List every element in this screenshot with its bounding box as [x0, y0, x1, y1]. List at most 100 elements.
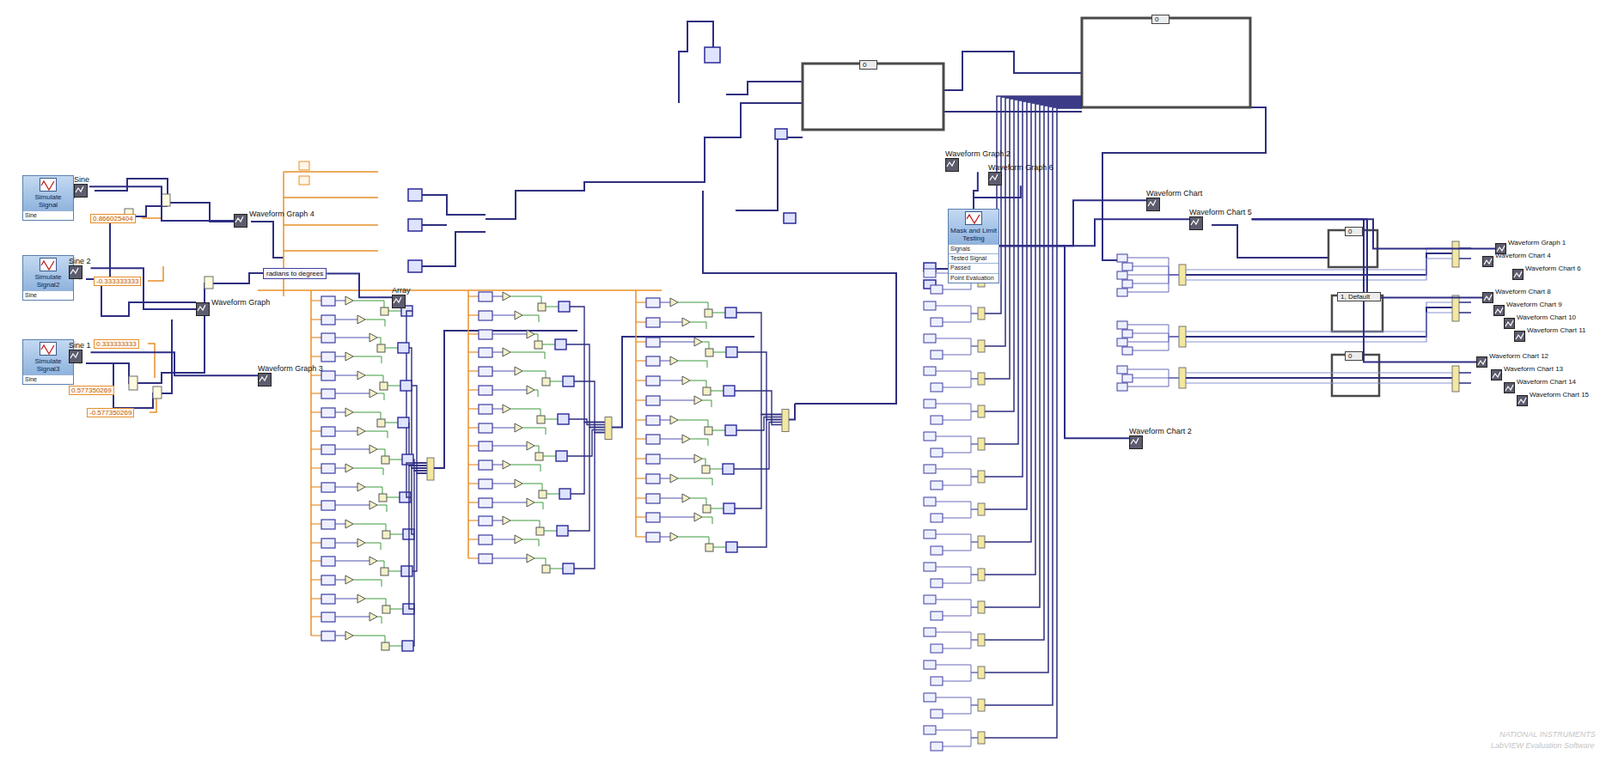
logic-primitive [380, 307, 389, 316]
wire [635, 290, 637, 538]
numeric-constant [1117, 321, 1128, 330]
graph-glyph [196, 303, 208, 314]
graph-glyph [392, 295, 404, 306]
wire [310, 290, 312, 636]
wire [659, 400, 695, 402]
wire [935, 534, 978, 543]
case-structure [802, 63, 944, 130]
graph-indicator: Sine 1 [68, 341, 92, 364]
wire [468, 314, 479, 316]
wire [1127, 336, 1179, 342]
sine-glyph [41, 261, 55, 270]
wire [467, 290, 470, 559]
wire [335, 524, 346, 526]
wire [942, 574, 978, 584]
numeric-constant [930, 513, 943, 523]
bundle-node [977, 634, 985, 647]
graph-glyph [1491, 370, 1503, 381]
graph-line [989, 174, 998, 181]
indicator-icon [73, 183, 88, 198]
logic-primitive [377, 419, 385, 428]
indicator-icon [1493, 305, 1505, 317]
wire [534, 334, 538, 342]
vi-title: Simulate Signal2 [24, 273, 72, 289]
wire [546, 494, 560, 495]
bundle-node [977, 307, 985, 320]
numeric-constant [646, 415, 660, 426]
numeric-constant [930, 317, 943, 327]
terminal-name: Tested Signal [950, 255, 987, 262]
wire [942, 607, 978, 617]
wire [713, 352, 727, 354]
wire [335, 598, 358, 600]
indicator-label: Waveform Graph 4 [249, 209, 315, 219]
wire [1185, 377, 1453, 379]
wire [710, 390, 724, 392]
numeric-constant [930, 579, 943, 588]
wire [635, 458, 647, 459]
graph-glyph [1504, 383, 1515, 394]
wire [335, 635, 346, 637]
wire [311, 504, 322, 506]
wire [635, 321, 647, 323]
logic-primitive [377, 344, 385, 353]
numeric-constant [923, 432, 936, 441]
graph-glyph [989, 172, 1000, 184]
indicator-icon [1516, 395, 1528, 407]
compare-primitive [345, 519, 354, 529]
terminal-name: Sine [24, 212, 37, 219]
wire [690, 439, 709, 446]
wire [384, 422, 398, 424]
wire [942, 313, 978, 323]
compare-primitive [502, 404, 511, 414]
wire [1185, 302, 1453, 332]
wire [534, 502, 544, 510]
terminal-icon [783, 213, 796, 224]
logic-primitive [381, 456, 390, 465]
wire [147, 266, 164, 281]
compare-primitive [682, 494, 691, 503]
wire [522, 315, 539, 323]
terminal-row: Tested Signal [948, 253, 999, 263]
numeric-constant [930, 448, 943, 458]
wire [353, 580, 382, 587]
numeric-constant [478, 385, 493, 396]
wire [735, 137, 803, 211]
indicator-label: Sine 1 [68, 341, 92, 350]
wire [335, 580, 346, 581]
wire [690, 380, 707, 388]
case-structure [1331, 354, 1380, 397]
wire [311, 635, 322, 636]
wire [935, 305, 978, 314]
formula-text: radians to degrees [266, 269, 324, 278]
boolean-indicator [555, 339, 567, 350]
structure-group [802, 18, 1383, 397]
wire [468, 351, 479, 353]
graph-line [1190, 219, 1199, 226]
numeric-constant [299, 176, 310, 185]
indicator-icon [68, 349, 83, 364]
wire [492, 520, 503, 522]
numeric-constant [478, 348, 493, 358]
wire [421, 195, 486, 215]
graph-glyph [1477, 357, 1488, 368]
wire [311, 542, 322, 544]
wire [936, 268, 948, 270]
wire [677, 478, 713, 486]
wire-group [63, 21, 1329, 409]
wire [377, 561, 385, 568]
numeric-constant [923, 562, 936, 572]
indicator-icon [257, 372, 272, 387]
wire [984, 102, 1082, 510]
wire [935, 469, 978, 477]
logic-primitive [542, 378, 550, 386]
logic-primitive [702, 465, 710, 474]
logic-primitive [705, 543, 714, 552]
wire [492, 409, 503, 410]
wire [713, 547, 727, 549]
wire [485, 103, 803, 220]
indicator-icon [1512, 268, 1524, 281]
boolean-indicator [725, 425, 737, 436]
